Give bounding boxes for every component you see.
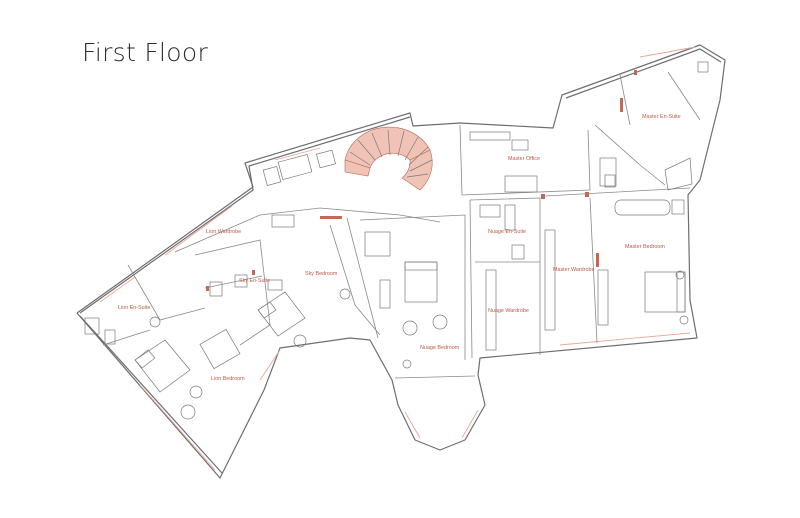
furniture [84, 61, 709, 420]
label-lion-wardrobe: Lion Wardrobe [206, 229, 241, 235]
floor-title: First Floor [82, 38, 209, 67]
label-sky-bedroom: Sky Bedroom [305, 271, 338, 277]
spiral-staircase [344, 126, 433, 191]
interior-walls [102, 74, 691, 379]
room-labels: Master En-Suite Master Office Lion Wardr… [118, 114, 681, 382]
label-sky-en-suite: Sky En-Suite [239, 278, 270, 284]
label-master-bedroom: Master Bedroom [625, 244, 665, 250]
label-master-wardrobe: Master Wardrobe [553, 267, 594, 273]
label-master-office: Master Office [508, 156, 540, 162]
exterior-walls [76, 44, 726, 479]
door-accents [206, 70, 637, 291]
label-nuage-bedroom: Nuage Bedroom [420, 345, 460, 351]
label-lion-bedroom: Lion Bedroom [211, 376, 245, 382]
label-nuage-en-suite: Nuage En-Suite [488, 229, 526, 235]
label-lion-en-suite: Lion En-Suite [118, 305, 150, 311]
label-master-en-suite: Master En-Suite [642, 114, 681, 120]
glazing [99, 46, 696, 471]
label-nuage-wardrobe: Nuage Wardrobe [488, 308, 529, 314]
